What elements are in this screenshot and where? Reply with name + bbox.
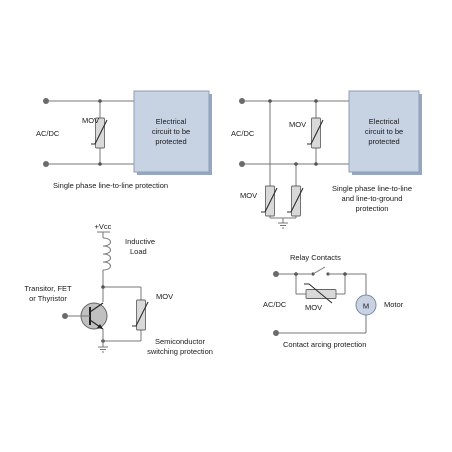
diagram-semiconductor-protection: +Vcc Inductive Load Transitor, FET or Th… bbox=[24, 222, 213, 356]
box-text-line: circuit to be bbox=[152, 127, 190, 136]
junction-dot bbox=[98, 162, 102, 166]
load-label: Load bbox=[130, 247, 147, 256]
caption-line: and line-to-ground bbox=[342, 194, 403, 203]
junction-dot bbox=[314, 99, 318, 103]
diagram-line-to-line: AC/DC MOV Electrical circuit to be prote… bbox=[36, 90, 212, 190]
caption-line: Single phase line-to-line bbox=[332, 184, 412, 193]
input-terminal bbox=[239, 98, 245, 104]
junction-dot bbox=[98, 99, 102, 103]
protected-circuit-box bbox=[133, 90, 210, 173]
junction-dot bbox=[268, 99, 272, 103]
caption: Single phase line-to-line protection bbox=[53, 181, 168, 190]
inductor-coil-icon bbox=[102, 237, 111, 271]
base-terminal bbox=[62, 313, 68, 319]
source-label: AC/DC bbox=[263, 300, 287, 309]
box-text-line: protected bbox=[368, 137, 399, 146]
source-label: AC/DC bbox=[36, 129, 60, 138]
vcc-label: +Vcc bbox=[95, 222, 112, 231]
junction-dot bbox=[101, 285, 105, 289]
motor-symbol: M bbox=[363, 302, 369, 311]
mov-label: MOV bbox=[156, 292, 173, 301]
caption-line: switching protection bbox=[147, 347, 213, 356]
motor-icon: M bbox=[355, 294, 377, 316]
varistor-icon bbox=[260, 185, 278, 217]
junction-dot bbox=[343, 272, 347, 276]
ground-icon bbox=[98, 346, 108, 353]
junction-dot bbox=[294, 162, 298, 166]
mov-label: MOV bbox=[289, 120, 306, 129]
caption-line: protection bbox=[356, 204, 389, 213]
varistor-icon bbox=[131, 299, 149, 331]
protected-circuit-box bbox=[348, 90, 420, 173]
switch-label: or Thyristor bbox=[29, 294, 67, 303]
box-text-line: circuit to be bbox=[365, 127, 403, 136]
mov-label: MOV bbox=[82, 116, 99, 125]
input-terminal bbox=[239, 161, 245, 167]
switch-contact-icon bbox=[311, 266, 330, 276]
input-terminal bbox=[273, 330, 279, 336]
junction-dot bbox=[294, 272, 298, 276]
junction-dot bbox=[314, 162, 318, 166]
caption: Contact arcing protection bbox=[283, 340, 366, 349]
box-text-line: protected bbox=[155, 137, 186, 146]
diagram-line-to-ground: AC/DC MOV MOV Electrical circuit to be p… bbox=[231, 90, 422, 229]
ground-icon bbox=[278, 222, 288, 229]
diagram-contact-arcing-protection: Relay Contacts M AC/DC MOV Motor Contact bbox=[263, 253, 404, 349]
box-text-line: Electrical bbox=[369, 117, 400, 126]
motor-label: Motor bbox=[384, 300, 404, 309]
varistor-icon bbox=[304, 283, 337, 304]
varistor-icon bbox=[286, 185, 304, 217]
switch-label: Transitor, FET bbox=[24, 284, 72, 293]
load-label: Inductive bbox=[125, 237, 155, 246]
input-terminal bbox=[43, 161, 49, 167]
caption-line: Semiconductor bbox=[155, 337, 206, 346]
mov-label: MOV bbox=[305, 303, 322, 312]
box-text-line: Electrical bbox=[156, 117, 187, 126]
source-label: AC/DC bbox=[231, 129, 255, 138]
mov-label: MOV bbox=[240, 191, 257, 200]
input-terminal bbox=[43, 98, 49, 104]
input-terminal bbox=[273, 271, 279, 277]
relay-label: Relay Contacts bbox=[290, 253, 341, 262]
varistor-icon bbox=[306, 117, 324, 149]
